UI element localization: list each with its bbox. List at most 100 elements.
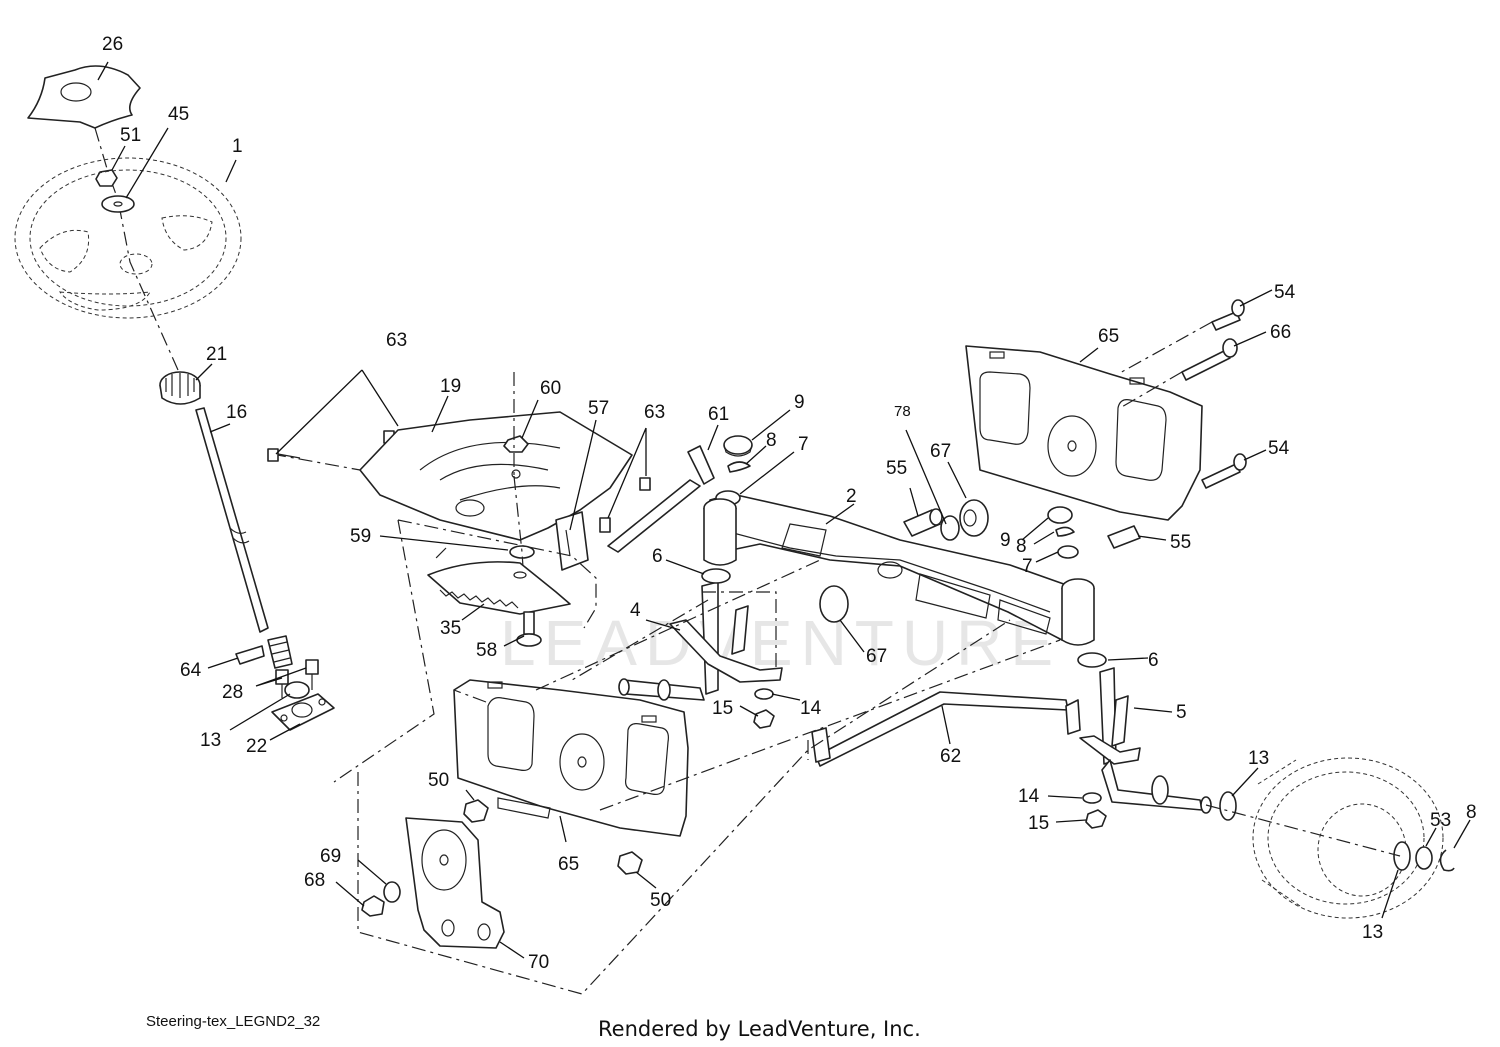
clip-8c (1439, 849, 1455, 872)
callout-7-left: 7 (798, 434, 809, 455)
callout-5: 5 (1176, 702, 1187, 723)
callout-69: 69 (320, 846, 341, 867)
callout-16: 16 (226, 402, 247, 423)
washer-45 (101, 195, 135, 213)
callout-9-right: 9 (1000, 530, 1011, 551)
bushing-55-right (1107, 525, 1141, 549)
washer-69 (383, 881, 401, 903)
callout-45: 45 (168, 104, 189, 125)
clip-64 (235, 645, 265, 665)
axle-plate-65-front (453, 679, 689, 837)
bushing-21 (159, 371, 201, 405)
bolt-54-bottom (1201, 453, 1247, 489)
bushing-67-left (819, 585, 849, 623)
leader-lines (97, 61, 1471, 959)
callout-58: 58 (476, 640, 497, 661)
callout-53: 53 (1430, 810, 1451, 831)
callout-19: 19 (440, 376, 461, 397)
callout-61: 61 (708, 404, 729, 425)
callout-26: 26 (102, 34, 123, 55)
pinion-28 (267, 635, 293, 669)
rod-61 (607, 445, 715, 553)
pivot-cap-9b (1047, 506, 1073, 524)
spindle-tube-left (703, 498, 737, 566)
callout-15-right: 15 (1028, 813, 1049, 834)
washer-13-outer (1393, 841, 1411, 871)
callout-13-outer: 13 (1362, 922, 1383, 943)
callout-66: 66 (1270, 322, 1291, 343)
callout-78: 78 (894, 403, 911, 420)
washer-53 (1415, 846, 1433, 870)
callout-8-wheel: 8 (1466, 802, 1477, 823)
callout-67-lower: 67 (866, 646, 887, 667)
callout-14-left: 14 (800, 698, 822, 719)
callout-8-left: 8 (766, 430, 777, 451)
nut-14-right (1082, 792, 1102, 804)
bolt-66 (1181, 338, 1238, 381)
callout-57: 57 (588, 398, 609, 419)
bracket-70 (405, 817, 505, 949)
callout-6-left: 6 (652, 546, 663, 567)
bolt-63-right (599, 477, 651, 533)
callout-51: 51 (120, 125, 141, 146)
callout-13-wheel: 13 (1248, 748, 1269, 769)
footer-credit: Rendered by LeadVenture, Inc. (598, 1017, 921, 1041)
bracket-22 (271, 693, 335, 731)
nut-15-right (1085, 809, 1107, 829)
diagram-code: Steering-tex_LEGND2_32 (146, 1013, 320, 1030)
nut-60 (503, 435, 529, 453)
callout-15-left: 15 (712, 698, 733, 719)
nut-50-upper (463, 799, 489, 823)
sector-gear-35 (427, 561, 571, 615)
pivot-cap-9 (723, 435, 753, 457)
steering-shaft-16 (195, 407, 269, 633)
callout-63-left: 63 (386, 330, 407, 351)
clip-8b (1055, 526, 1075, 537)
callout-2: 2 (846, 486, 857, 507)
callout-70: 70 (528, 952, 549, 973)
washer-6-left (701, 568, 731, 584)
callout-4: 4 (630, 600, 641, 621)
callout-9-left: 9 (794, 392, 805, 413)
washer-7b (1057, 545, 1079, 559)
callout-35: 35 (440, 618, 461, 639)
bolt-54-top (1211, 299, 1245, 331)
callout-7-right: 7 (1022, 556, 1033, 577)
callout-65-rear: 65 (1098, 326, 1119, 347)
callout-22: 22 (246, 736, 267, 757)
callout-59: 59 (350, 526, 371, 547)
front-wheel (1252, 757, 1444, 919)
nut-50-lower (617, 851, 643, 875)
nut-51 (95, 169, 118, 187)
callout-68: 68 (304, 870, 325, 891)
callout-54-top: 54 (1274, 282, 1296, 303)
callout-21: 21 (206, 344, 227, 365)
washer-6-right (1077, 652, 1107, 668)
callout-50-upper: 50 (428, 770, 449, 791)
callout-55-right: 55 (1170, 532, 1191, 553)
spindle-tube-right (1061, 578, 1095, 646)
callout-63-right: 63 (644, 402, 665, 423)
spindle-5 (1079, 667, 1212, 814)
steering-cap (27, 65, 141, 129)
callout-62: 62 (940, 746, 961, 767)
callout-8-right: 8 (1016, 536, 1027, 557)
callout-67-upper: 67 (930, 441, 951, 462)
callout-60: 60 (540, 378, 561, 399)
bushing-55-left (903, 508, 943, 537)
washer-13-wheel (1219, 791, 1237, 821)
nut-15-left (753, 709, 775, 729)
tie-rod-62 (811, 691, 1081, 767)
bolts-28 (275, 659, 319, 698)
steering-wheel (14, 157, 242, 319)
clip-8 (727, 461, 751, 473)
callout-28: 28 (222, 682, 243, 703)
callout-64: 64 (180, 660, 202, 681)
callout-65-front: 65 (558, 854, 579, 875)
axle-plate-65-rear (965, 345, 1203, 521)
callout-54-bottom: 54 (1268, 438, 1290, 459)
callout-50-lower: 50 (650, 890, 671, 911)
callout-1: 1 (232, 136, 243, 157)
bushing-67-right (959, 499, 989, 537)
